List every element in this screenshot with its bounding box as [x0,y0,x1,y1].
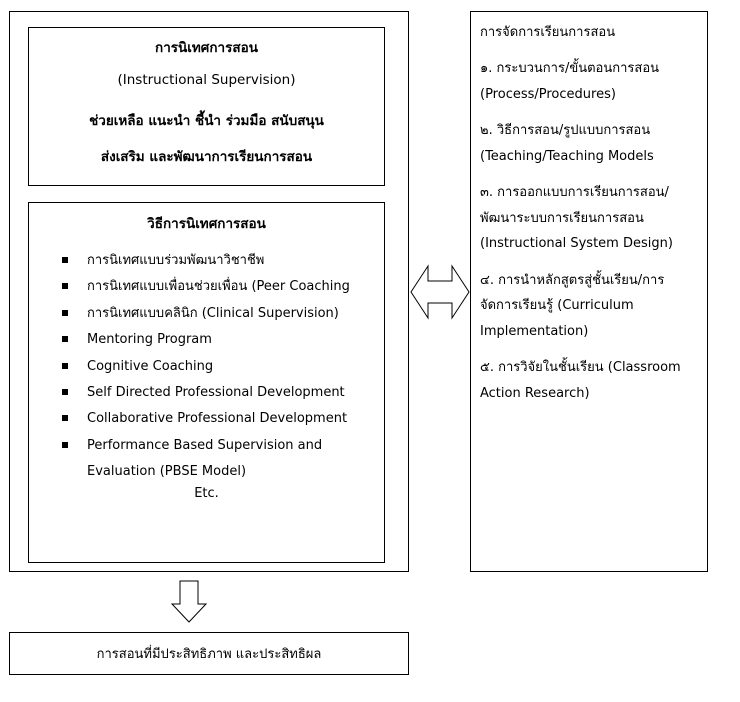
management-item-line: (Teaching/Teaching Models [480,148,654,164]
management-item-line: ๕. การวิจัยในชั้นเรียน (Classroom [480,360,681,375]
method-text: Performance Based Supervision and [87,437,323,453]
bullet-square-icon [62,309,68,316]
supervision-definition-box: การนิเทศการสอน (Instructional Supervisio… [28,27,385,186]
management-item-line: พัฒนาระบบการเรียนการสอน [480,210,644,226]
list-item: ๒. วิธีการสอน/รูปแบบการสอน (Teaching/Tea… [480,118,681,169]
bullet-square-icon [62,362,68,369]
method-text: Self Directed Professional Development [87,385,345,401]
list-item: การนิเทศแบบเพื่อนช่วยเพื่อน (Peer Coachi… [62,274,350,300]
list-item: Self Directed Professional Development [62,380,350,406]
list-item: Mentoring Program [62,327,350,353]
management-item-line: ๓. การออกแบบการเรียนการสอน/ [480,185,669,200]
method-text-continuation: Evaluation (PBSE Model) [87,464,247,480]
list-item: ๕. การวิจัยในชั้นเรียน (Classroom Action… [480,355,681,406]
methods-list: การนิเทศแบบร่วมพัฒนาวิชาชีพ การนิเทศแบบเ… [62,248,350,486]
method-text: การนิเทศแบบเพื่อนช่วยเพื่อน (Peer Coachi… [87,279,350,295]
management-item-line: ๒. วิธีการสอน/รูปแบบการสอน [480,123,651,138]
list-item: Performance Based Supervision and Evalua… [62,433,350,486]
list-item: ๓. การออกแบบการเรียนการสอน/ พัฒนาระบบการ… [480,180,681,257]
management-item-line: ๑. กระบวนการ/ขั้นตอนการสอน [480,61,660,76]
list-item: Cognitive Coaching [62,354,350,380]
double-arrow-icon [410,264,470,320]
bullet-square-icon [62,336,68,343]
bullet-square-icon [62,441,68,448]
methods-etc: Etc. [194,486,219,501]
management-item-line: (Process/Procedures) [480,86,616,102]
method-text: Collaborative Professional Development [87,411,348,427]
management-item-line: Implementation) [480,323,589,339]
bullet-square-icon [62,283,68,290]
down-arrow-icon [170,580,208,623]
supervision-description-line-2: ส่งเสริม และพัฒนาการเรียนการสอน [100,149,313,165]
method-text: Cognitive Coaching [87,358,214,374]
management-item-line: Action Research) [480,385,590,401]
outcome-box: การสอนที่มีประสิทธิภาพ และประสิทธิผล [9,632,409,675]
supervision-subtitle: (Instructional Supervision) [117,72,296,88]
outcome-text: การสอนที่มีประสิทธิภาพ และประสิทธิผล [96,647,322,662]
bullet-square-icon [62,415,68,422]
bullet-square-icon [62,257,68,263]
methods-title: วิธีการนิเทศการสอน [147,216,266,232]
method-text: การนิเทศแบบคลินิก (Clinical Supervision) [87,305,339,321]
management-title: การจัดการเรียนการสอน [480,25,616,40]
method-text: การนิเทศแบบร่วมพัฒนาวิชาชีพ [87,253,265,268]
list-item: Collaborative Professional Development [62,406,350,432]
supervision-description-line-1: ช่วยเหลือ แนะนำ ชี้นำ ร่วมมือ สนับสนุน [89,113,324,129]
list-item: ๑. กระบวนการ/ขั้นตอนการสอน (Process/Proc… [480,56,681,107]
management-item-line: ๔. การนำหลักสูตรสู่ชั้นเรียน/การ [480,272,665,288]
management-item-line: จัดการเรียนรู้ (Curriculum [480,298,634,313]
list-item: ๔. การนำหลักสูตรสู่ชั้นเรียน/การ จัดการเ… [480,268,681,345]
supervision-title: การนิเทศการสอน [155,40,258,56]
bullet-square-icon [62,389,68,396]
list-item: การนิเทศแบบร่วมพัฒนาวิชาชีพ [62,248,350,274]
list-item: การนิเทศแบบคลินิก (Clinical Supervision) [62,301,350,327]
instruction-management-box: การจัดการเรียนการสอน ๑. กระบวนการ/ขั้นตอ… [470,11,708,572]
management-list: ๑. กระบวนการ/ขั้นตอนการสอน (Process/Proc… [480,56,681,417]
management-item-line: (Instructional System Design) [480,236,673,251]
method-text: Mentoring Program [87,332,212,348]
supervision-methods-box: วิธีการนิเทศการสอน การนิเทศแบบร่วมพัฒนาว… [28,202,385,563]
